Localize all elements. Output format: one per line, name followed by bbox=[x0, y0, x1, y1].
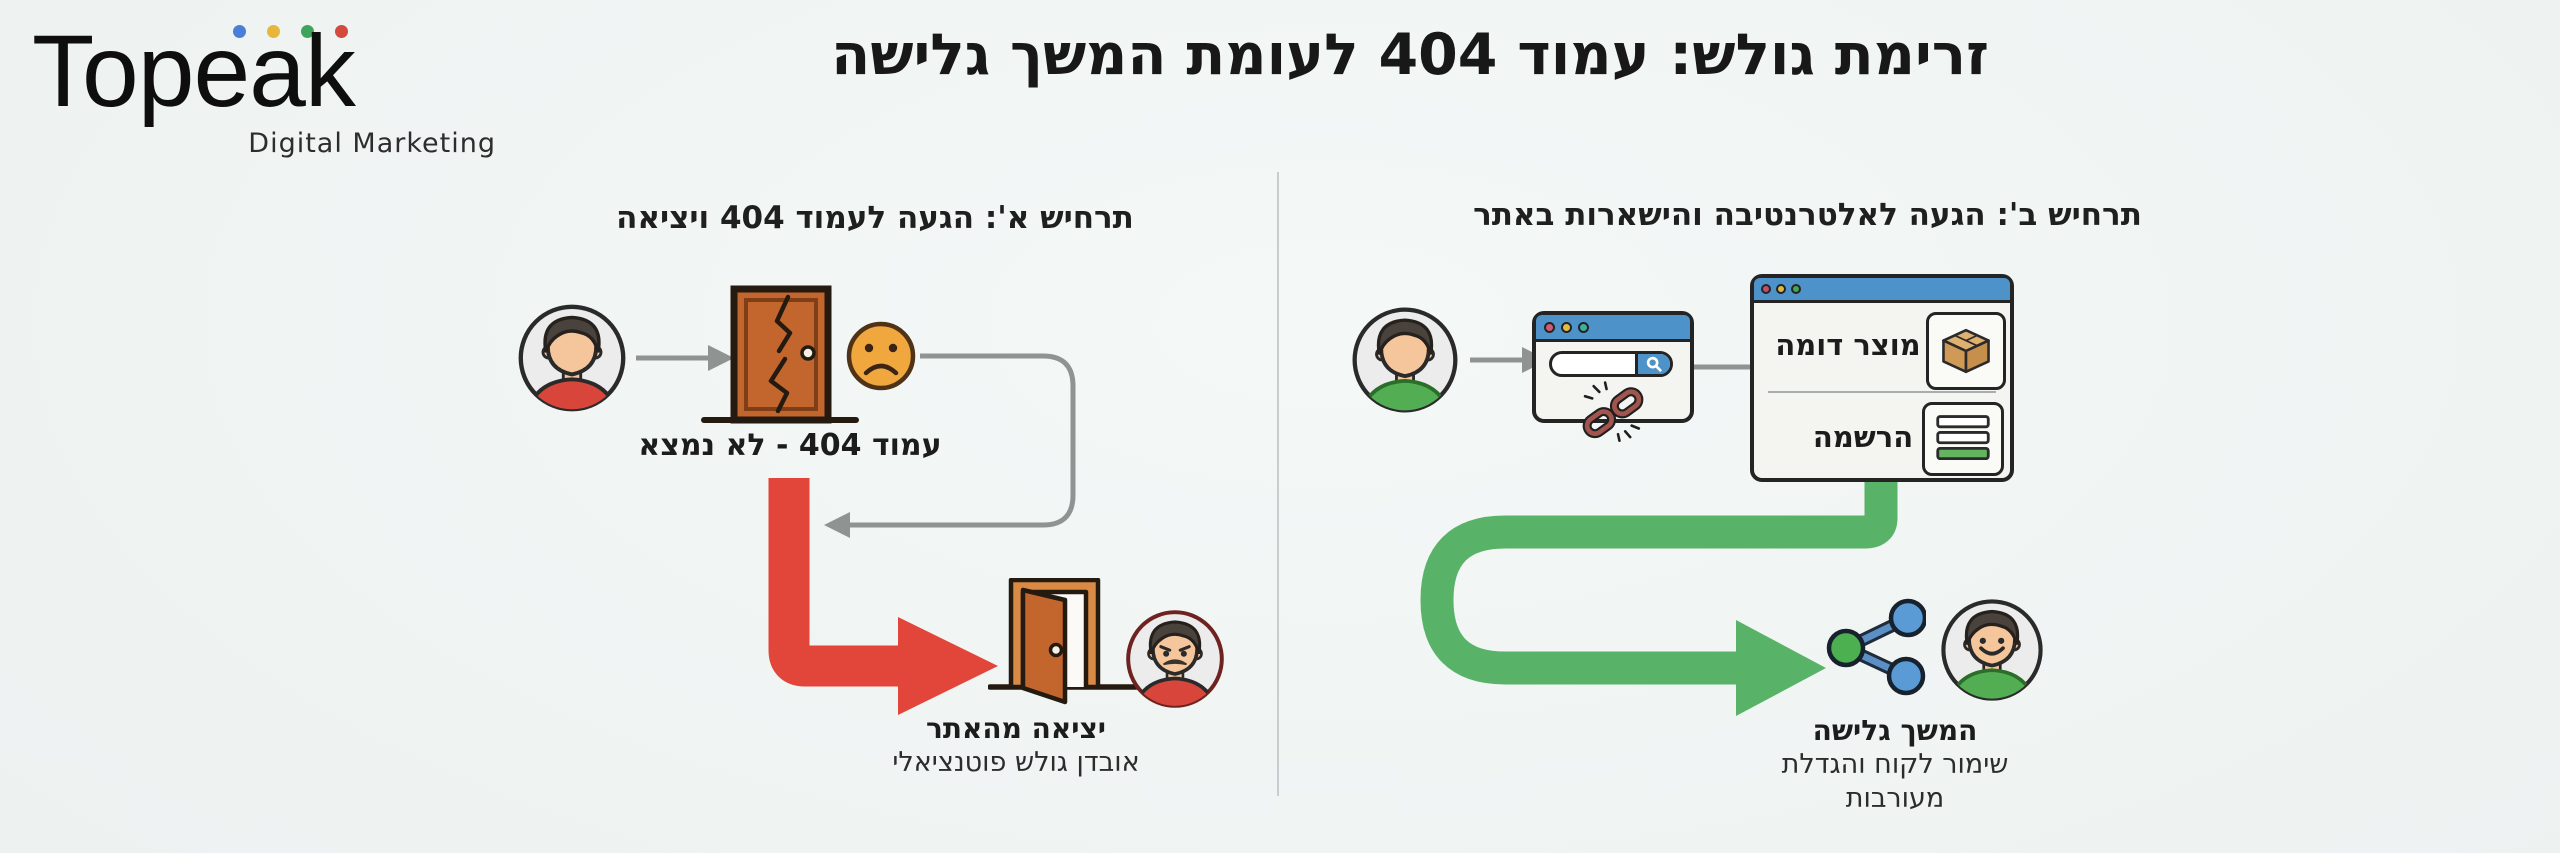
search-bar[interactable] bbox=[1549, 351, 1673, 377]
scenario-a-heading: תרחיש א': הגעה לעמוד 404 ויציאה bbox=[616, 200, 1134, 236]
window-dot-red bbox=[1544, 321, 1555, 333]
logo-dot-blue bbox=[233, 25, 246, 38]
vertical-divider bbox=[1277, 172, 1279, 796]
exit-outcome-subtitle: אובדן גולש פוטנציאלי bbox=[892, 747, 1140, 779]
search-window-titlebar bbox=[1536, 315, 1690, 342]
brand-name: Topeak bbox=[32, 14, 356, 128]
continue-outcome-title: המשך גלישה bbox=[1812, 714, 1978, 747]
sad-face-icon bbox=[846, 321, 916, 391]
window-dot-red bbox=[1761, 284, 1771, 294]
search-window bbox=[1532, 311, 1694, 442]
search-button[interactable] bbox=[1635, 354, 1670, 374]
window-dot-yellow bbox=[1776, 284, 1786, 294]
continue-outcome-caption: המשך גלישה שימור לקוח והגדלת מעורבות bbox=[1725, 714, 2065, 816]
user-avatar-green-icon bbox=[1352, 307, 1458, 413]
signup-label[interactable]: הרשמה bbox=[1812, 420, 1914, 454]
window-dot-green bbox=[1791, 284, 1801, 294]
happy-user-avatar-icon bbox=[1941, 599, 2043, 701]
angry-user-avatar-icon bbox=[1126, 610, 1224, 708]
continue-flow-arrow bbox=[1420, 480, 1898, 716]
logo-dot-green bbox=[301, 25, 314, 38]
package-box-icon bbox=[1942, 328, 1990, 374]
continue-outcome-subtitle-line2: מעורבות bbox=[1845, 782, 1945, 814]
share-nodes-icon bbox=[1826, 598, 1926, 696]
brand-tagline: Digital Marketing bbox=[248, 128, 496, 159]
signup-tile[interactable] bbox=[1922, 402, 2004, 476]
window-row-separator bbox=[1768, 391, 1996, 393]
alternatives-window: מוצר דומה הרשמה bbox=[1750, 274, 2014, 482]
similar-product-label[interactable]: מוצר דומה bbox=[1775, 328, 1921, 362]
page-title: זרימת גולש: עמוד 404 לעומת המשך גלישה bbox=[831, 22, 1989, 88]
open-exit-door-icon bbox=[988, 578, 1138, 705]
cracked-door-icon bbox=[701, 285, 859, 424]
window-dot-yellow bbox=[1561, 321, 1572, 333]
exit-flow-arrow bbox=[768, 478, 998, 715]
window-dot-teal bbox=[1578, 321, 1589, 333]
signup-form-icon bbox=[1936, 415, 1990, 461]
magnifier-icon bbox=[1646, 356, 1662, 372]
page-404-label: עמוד 404 - לא נמצא bbox=[638, 428, 942, 463]
continue-outcome-subtitle-line1: שימור לקוח והגדלת bbox=[1781, 749, 2009, 781]
user-avatar-icon bbox=[518, 304, 626, 412]
similar-product-tile[interactable] bbox=[1926, 312, 2006, 390]
logo-dot-yellow bbox=[267, 25, 280, 38]
arrow-sadface-loop bbox=[824, 353, 1076, 538]
arrow-user-to-404 bbox=[636, 345, 734, 371]
logo-dots bbox=[233, 25, 348, 38]
alternatives-window-titlebar bbox=[1754, 278, 2010, 303]
exit-outcome-caption: יציאה מהאתר אובדן גולש פוטנציאלי bbox=[846, 712, 1186, 780]
brand-logo: Topeak Digital Marketing bbox=[28, 4, 508, 174]
scenario-b-heading: תרחיש ב': הגעה לאלטרנטיבה והישארות באתר bbox=[1473, 197, 2142, 233]
exit-outcome-title: יציאה מהאתר bbox=[925, 712, 1106, 745]
logo-dot-red bbox=[335, 25, 348, 38]
broken-chain-link-icon bbox=[1582, 381, 1644, 442]
